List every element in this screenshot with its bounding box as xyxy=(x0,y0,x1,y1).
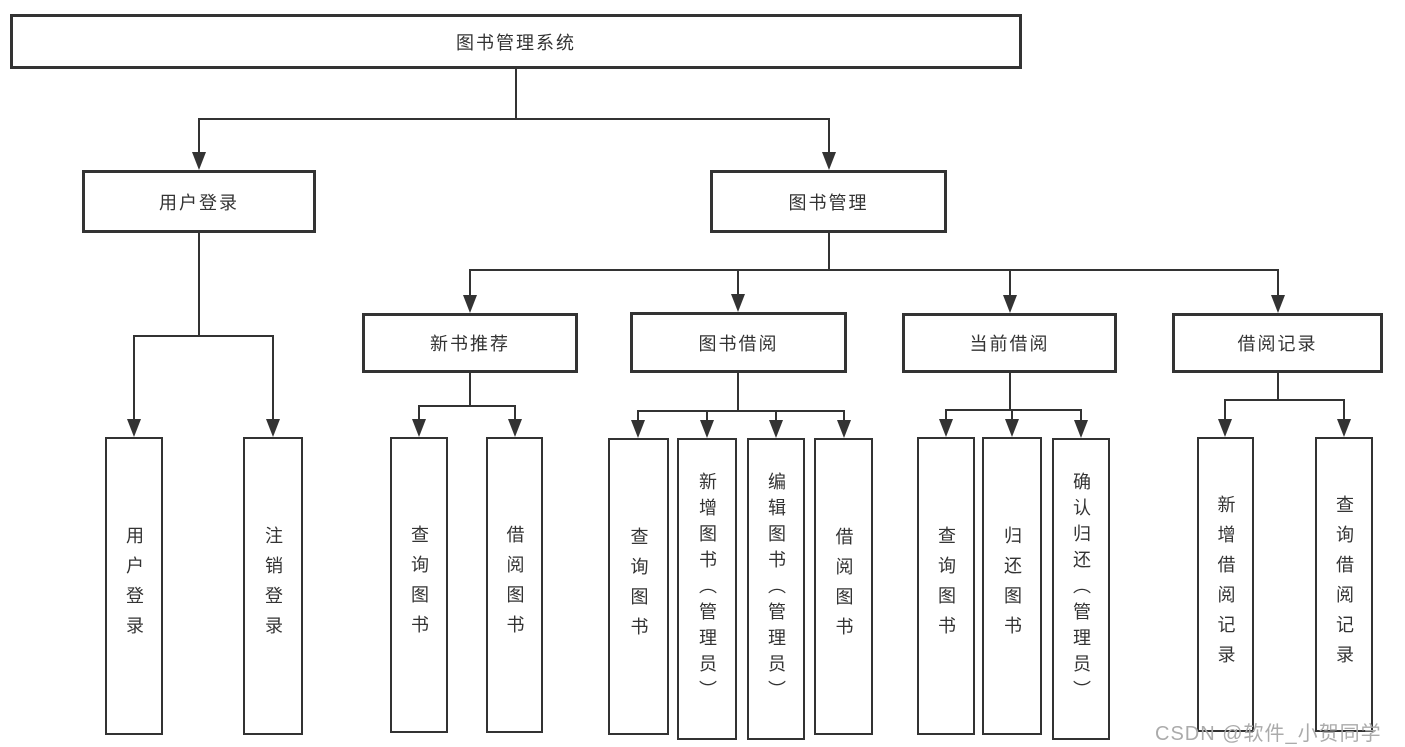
node-label: 用户登录 xyxy=(124,526,144,646)
watermark: CSDN @软件_小贺同学 xyxy=(1155,723,1382,745)
node-label: 当前借阅 xyxy=(969,334,1050,354)
leaf-borrow-edit-books-admin: 编辑图书（管理员） xyxy=(747,438,805,740)
leaf-borrow-add-books-admin: 新增图书（管理员） xyxy=(677,438,737,740)
node-label: 新书推荐 xyxy=(430,334,510,354)
node-book-borrowing: 图书借阅 xyxy=(630,312,847,373)
node-current-borrowing: 当前借阅 xyxy=(902,313,1117,373)
node-library-system: 图书管理系统 xyxy=(10,14,1022,69)
node-label: 借阅记录 xyxy=(1237,334,1318,354)
node-label: 编辑图书（管理员） xyxy=(766,472,786,706)
node-label: 图书借阅 xyxy=(698,333,779,354)
leaf-current-confirm-return-admin: 确认归还（管理员） xyxy=(1052,438,1110,740)
node-label: 新增借阅记录 xyxy=(1215,494,1236,675)
node-label: 借阅图书 xyxy=(504,525,525,645)
node-book-management: 图书管理 xyxy=(710,170,947,233)
node-label: 用户登录 xyxy=(159,192,239,213)
leaf-user-login: 用户登录 xyxy=(105,437,163,735)
node-new-book-recommendation: 新书推荐 xyxy=(362,313,578,373)
leaf-recommend-borrow-books: 借阅图书 xyxy=(486,437,543,733)
node-label: 查询图书 xyxy=(936,526,956,646)
node-label: 查询借阅记录 xyxy=(1334,494,1354,675)
leaf-records-query-record: 查询借阅记录 xyxy=(1315,437,1373,732)
node-label: 查询图书 xyxy=(409,525,429,645)
node-label: 借阅图书 xyxy=(833,526,854,647)
node-borrowing-records: 借阅记录 xyxy=(1172,313,1383,373)
leaf-current-return-books: 归还图书 xyxy=(982,437,1042,735)
node-user-login: 用户登录 xyxy=(82,170,316,233)
node-label: 图书管理系统 xyxy=(456,32,576,53)
arrowheads xyxy=(127,152,1351,438)
node-label: 图书管理 xyxy=(788,192,869,213)
leaf-current-query-books: 查询图书 xyxy=(917,437,975,735)
leaf-records-add-record: 新增借阅记录 xyxy=(1197,437,1254,732)
node-label: 查询图书 xyxy=(628,526,649,647)
node-label: 新增图书（管理员） xyxy=(697,472,717,706)
leaf-recommend-query-books: 查询图书 xyxy=(390,437,448,733)
leaf-logout: 注销登录 xyxy=(243,437,303,735)
leaf-borrow-borrow-books: 借阅图书 xyxy=(814,438,873,735)
leaf-borrow-query-books: 查询图书 xyxy=(608,438,669,735)
node-label: 归还图书 xyxy=(1002,526,1022,646)
node-label: 确认归还（管理员） xyxy=(1071,472,1091,706)
node-label: 注销登录 xyxy=(263,526,283,646)
